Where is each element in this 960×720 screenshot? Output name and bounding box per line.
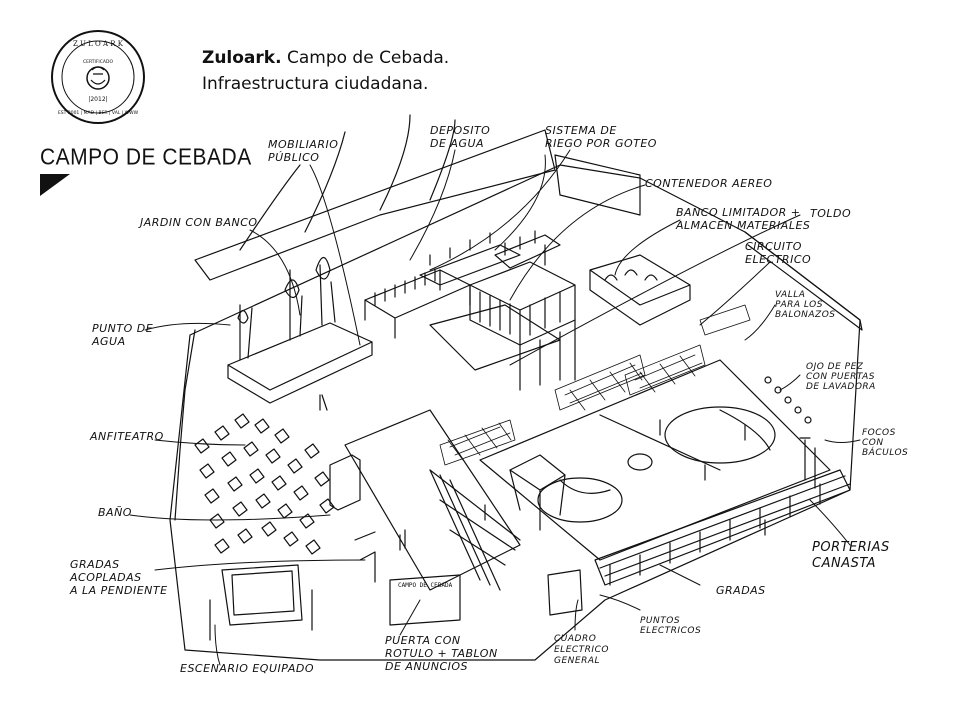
label-toldo: TOLDO — [810, 207, 852, 220]
label-bano: BAÑO — [98, 506, 132, 519]
electrical-panel — [547, 569, 583, 616]
label-jardin: JARDIN CON BANCO — [140, 216, 258, 229]
plot-outline — [169, 164, 861, 661]
stage — [221, 564, 303, 626]
label-cuadro: CUADRO ELECTRICO GENERAL — [554, 634, 609, 666]
brand-triangle-icon — [40, 174, 70, 196]
signboard-text: CAMPO DE CEBADA — [398, 582, 453, 589]
title-line-1: Zuloark. Campo de Cebada. — [202, 48, 449, 68]
amphitheatre-seats — [194, 413, 335, 555]
label-punto-agua: PUNTO DE AGUA — [92, 322, 154, 348]
label-banco: BANCO LIMITADOR + ALMACEN MATERIALES — [676, 206, 811, 232]
brand-word: Zuloark. — [202, 48, 282, 68]
label-deposito: DEPOSITO DE AGUA — [430, 124, 491, 150]
entrance-gate — [389, 574, 461, 626]
label-gradas-acopladas: GRADAS ACOPLADAS A LA PENDIENTE — [70, 558, 168, 597]
label-contenedor: CONTENEDOR AEREO — [645, 177, 773, 190]
awning — [429, 304, 561, 371]
label-valla: VALLA PARA LOS BALONAZOS — [775, 290, 836, 320]
label-anfiteatro: ANFITEATRO — [90, 430, 164, 443]
title-line-2: Infraestructura ciudadana. — [202, 74, 429, 94]
label-focos: FOCOS CON BÁCULOS — [862, 428, 909, 458]
label-ojo: OJO DE PEZ CON PUERTAS DE LAVADORA — [806, 362, 876, 392]
sports-court — [479, 359, 831, 561]
label-gradas: GRADAS — [716, 584, 766, 597]
label-circuito: CIRCUITO ELECTRICO — [745, 240, 812, 266]
label-puerta: PUERTA CON ROTULO + TABLON DE ANUNCIOS — [385, 634, 498, 673]
label-porterias: PORTERIAS CANASTA — [812, 540, 890, 571]
label-sistema: SISTEMA DE RIEGO POR GOTEO — [545, 124, 657, 150]
bathroom — [329, 454, 361, 511]
seal-graphic — [51, 30, 145, 124]
leader-lines — [129, 149, 861, 666]
ball-fences — [439, 304, 751, 466]
bottom-gradas — [594, 469, 851, 586]
title-place: Campo de Cebada. — [281, 48, 450, 68]
seal-bottom-text: EST 2001 | MAD | BER | VAL | WWW — [58, 110, 139, 116]
aerial-container — [469, 261, 576, 346]
seal-top-text: Z U L O A R K — [73, 40, 124, 48]
label-mobiliario: MOBILIARIO PÚBLICO — [268, 138, 339, 164]
label-puntos-electricos: PUNTOS ELECTRICOS — [640, 616, 702, 636]
brand-name: CAMPO DE CEBADA — [40, 144, 252, 171]
label-escenario: ESCENARIO EQUIPADO — [180, 662, 315, 675]
seal-certified: CERTIFICADO — [83, 59, 113, 65]
seal-year: |2012| — [88, 96, 107, 103]
background-wall — [194, 129, 556, 281]
